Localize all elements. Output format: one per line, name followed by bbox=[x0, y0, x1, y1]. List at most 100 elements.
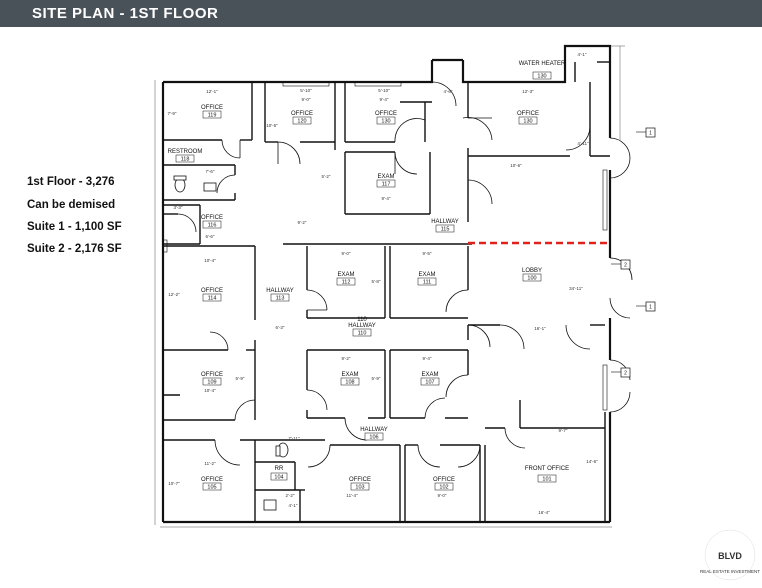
room-name: OFFICE bbox=[201, 288, 223, 294]
room-name: RR bbox=[275, 466, 284, 472]
room-name: OFFICE bbox=[433, 477, 455, 483]
room-number: 120 bbox=[297, 119, 306, 125]
room-labels: OFFICE 119 OFFICE 120 OFFICE 130 OFFICE … bbox=[168, 61, 569, 491]
dim: 9'-4" bbox=[380, 97, 389, 102]
room-name: OFFICE bbox=[201, 105, 223, 111]
floor-total: 1st Floor - 3,276 bbox=[27, 176, 115, 188]
logo-tagline: REAL ESTATE INVESTMENT bbox=[700, 569, 760, 574]
dim: 10'-6" bbox=[510, 163, 522, 168]
header-bar: SITE PLAN - 1ST FLOOR bbox=[0, 0, 762, 27]
dim: 5'-10" bbox=[300, 88, 312, 93]
page-title: SITE PLAN - 1ST FLOOR bbox=[32, 5, 219, 22]
room-number: 100 bbox=[527, 276, 536, 282]
dim: 9'-2" bbox=[342, 356, 351, 361]
room-number: 110 bbox=[358, 331, 367, 337]
room-number: 113 bbox=[276, 296, 285, 302]
room-number: 104 bbox=[274, 475, 283, 481]
room-number: 109 bbox=[207, 380, 216, 386]
dim: 6'-6" bbox=[206, 234, 215, 239]
dim: 10'-4" bbox=[204, 258, 216, 263]
room-name: OFFICE bbox=[375, 111, 397, 117]
dim: 34'-11" bbox=[569, 286, 583, 291]
dim: 9'-7" bbox=[559, 428, 568, 433]
dim: 7'-9" bbox=[168, 111, 177, 116]
suite-2-area: Suite 2 - 2,176 SF bbox=[27, 243, 122, 255]
blvd-logo: BLVD REAL ESTATE INVESTMENT bbox=[700, 529, 760, 581]
door-callouts: 1 2 1 2 bbox=[611, 127, 656, 378]
dim: 4'-1" bbox=[289, 503, 298, 508]
room-name: HALLWAY bbox=[360, 427, 388, 433]
room-name: EXAM bbox=[341, 372, 358, 378]
dim: 5'-2" bbox=[322, 174, 331, 179]
room-name: OFFICE bbox=[349, 477, 371, 483]
window-marks bbox=[162, 81, 608, 411]
room-name: OFFICE bbox=[201, 477, 223, 483]
dim: 2'-2" bbox=[286, 493, 295, 498]
logo-mark: BLVD bbox=[718, 551, 742, 561]
dim: 14'-6" bbox=[586, 459, 598, 464]
callout-label: 2 bbox=[624, 263, 627, 269]
dim: 5'-10" bbox=[378, 88, 390, 93]
dim: 4'-6" bbox=[444, 89, 453, 94]
room-number: 115 bbox=[441, 227, 450, 233]
room-name: EXAM bbox=[337, 272, 354, 278]
dim: 9'-0" bbox=[342, 251, 351, 256]
room-number: 118 bbox=[181, 157, 190, 163]
room-name: LOBBY bbox=[522, 268, 542, 274]
dim: 9'-0" bbox=[438, 493, 447, 498]
callout-label: 2 bbox=[624, 371, 627, 377]
room-name: HALLWAY bbox=[348, 323, 376, 329]
room-number: 130 bbox=[523, 119, 532, 125]
room-number: 101 bbox=[542, 477, 551, 483]
dim: 10'-4" bbox=[204, 388, 216, 393]
dim: 9'-0" bbox=[302, 97, 311, 102]
room-name: WATER HEATER bbox=[519, 61, 566, 67]
demise-note: Can be demised bbox=[27, 199, 116, 211]
dim: 7'-6" bbox=[206, 169, 215, 174]
dim: 4'-11" bbox=[577, 141, 589, 146]
room-name: OFFICE bbox=[201, 372, 223, 378]
dim: 12'-1" bbox=[206, 89, 218, 94]
room-number: 108 bbox=[345, 380, 354, 386]
room-name: RESTROOM bbox=[168, 149, 203, 155]
dim: 12'-3" bbox=[522, 89, 534, 94]
room-number: 130 bbox=[381, 119, 390, 125]
dim: 3'-3" bbox=[174, 205, 183, 210]
dim: 16'-4" bbox=[538, 510, 550, 515]
dim: 7'-11" bbox=[288, 436, 300, 441]
dim: 11'-4" bbox=[346, 493, 358, 498]
suite-1-area: Suite 1 - 1,100 SF bbox=[27, 221, 122, 233]
dim: 10'-7" bbox=[168, 481, 180, 486]
dim: 9'-4" bbox=[423, 356, 432, 361]
room-number: 106 bbox=[369, 435, 378, 441]
dim: 5'-8" bbox=[372, 279, 381, 284]
restroom-fixtures bbox=[173, 175, 289, 511]
room-number: 103 bbox=[355, 485, 364, 491]
dim: 4'-1" bbox=[578, 52, 587, 57]
dim: 11'-2" bbox=[204, 461, 216, 466]
dim: 5'-9" bbox=[236, 376, 245, 381]
room-number: 105 bbox=[207, 485, 216, 491]
callout-label: 1 bbox=[649, 305, 652, 311]
room-number: 116 bbox=[208, 223, 217, 229]
callout-label: 1 bbox=[649, 131, 652, 137]
dim: 5'-9" bbox=[372, 376, 381, 381]
room-name: OFFICE bbox=[291, 111, 313, 117]
room-number: 119 bbox=[208, 113, 217, 119]
room-number: 111 bbox=[423, 280, 431, 286]
room-number: 130 bbox=[537, 74, 546, 80]
room-number: 117 bbox=[382, 182, 391, 188]
dimension-labels: 12'-1" 5'-10" 9'-0" 5'-10" 9'-4" 4'-6" 1… bbox=[168, 52, 599, 515]
room-name: OFFICE bbox=[517, 111, 539, 117]
dim: 9'-2" bbox=[298, 220, 307, 225]
room-name: EXAM bbox=[418, 272, 435, 278]
room-name: FRONT OFFICE bbox=[525, 466, 569, 472]
dim: 9'-4" bbox=[382, 196, 391, 201]
room-number: 102 bbox=[439, 485, 448, 491]
room-number: 112 bbox=[342, 280, 351, 286]
dim: 9'-5" bbox=[423, 251, 432, 256]
room-name: HALLWAY bbox=[431, 219, 459, 225]
interior-walls bbox=[163, 61, 610, 522]
room-name: EXAM bbox=[421, 372, 438, 378]
